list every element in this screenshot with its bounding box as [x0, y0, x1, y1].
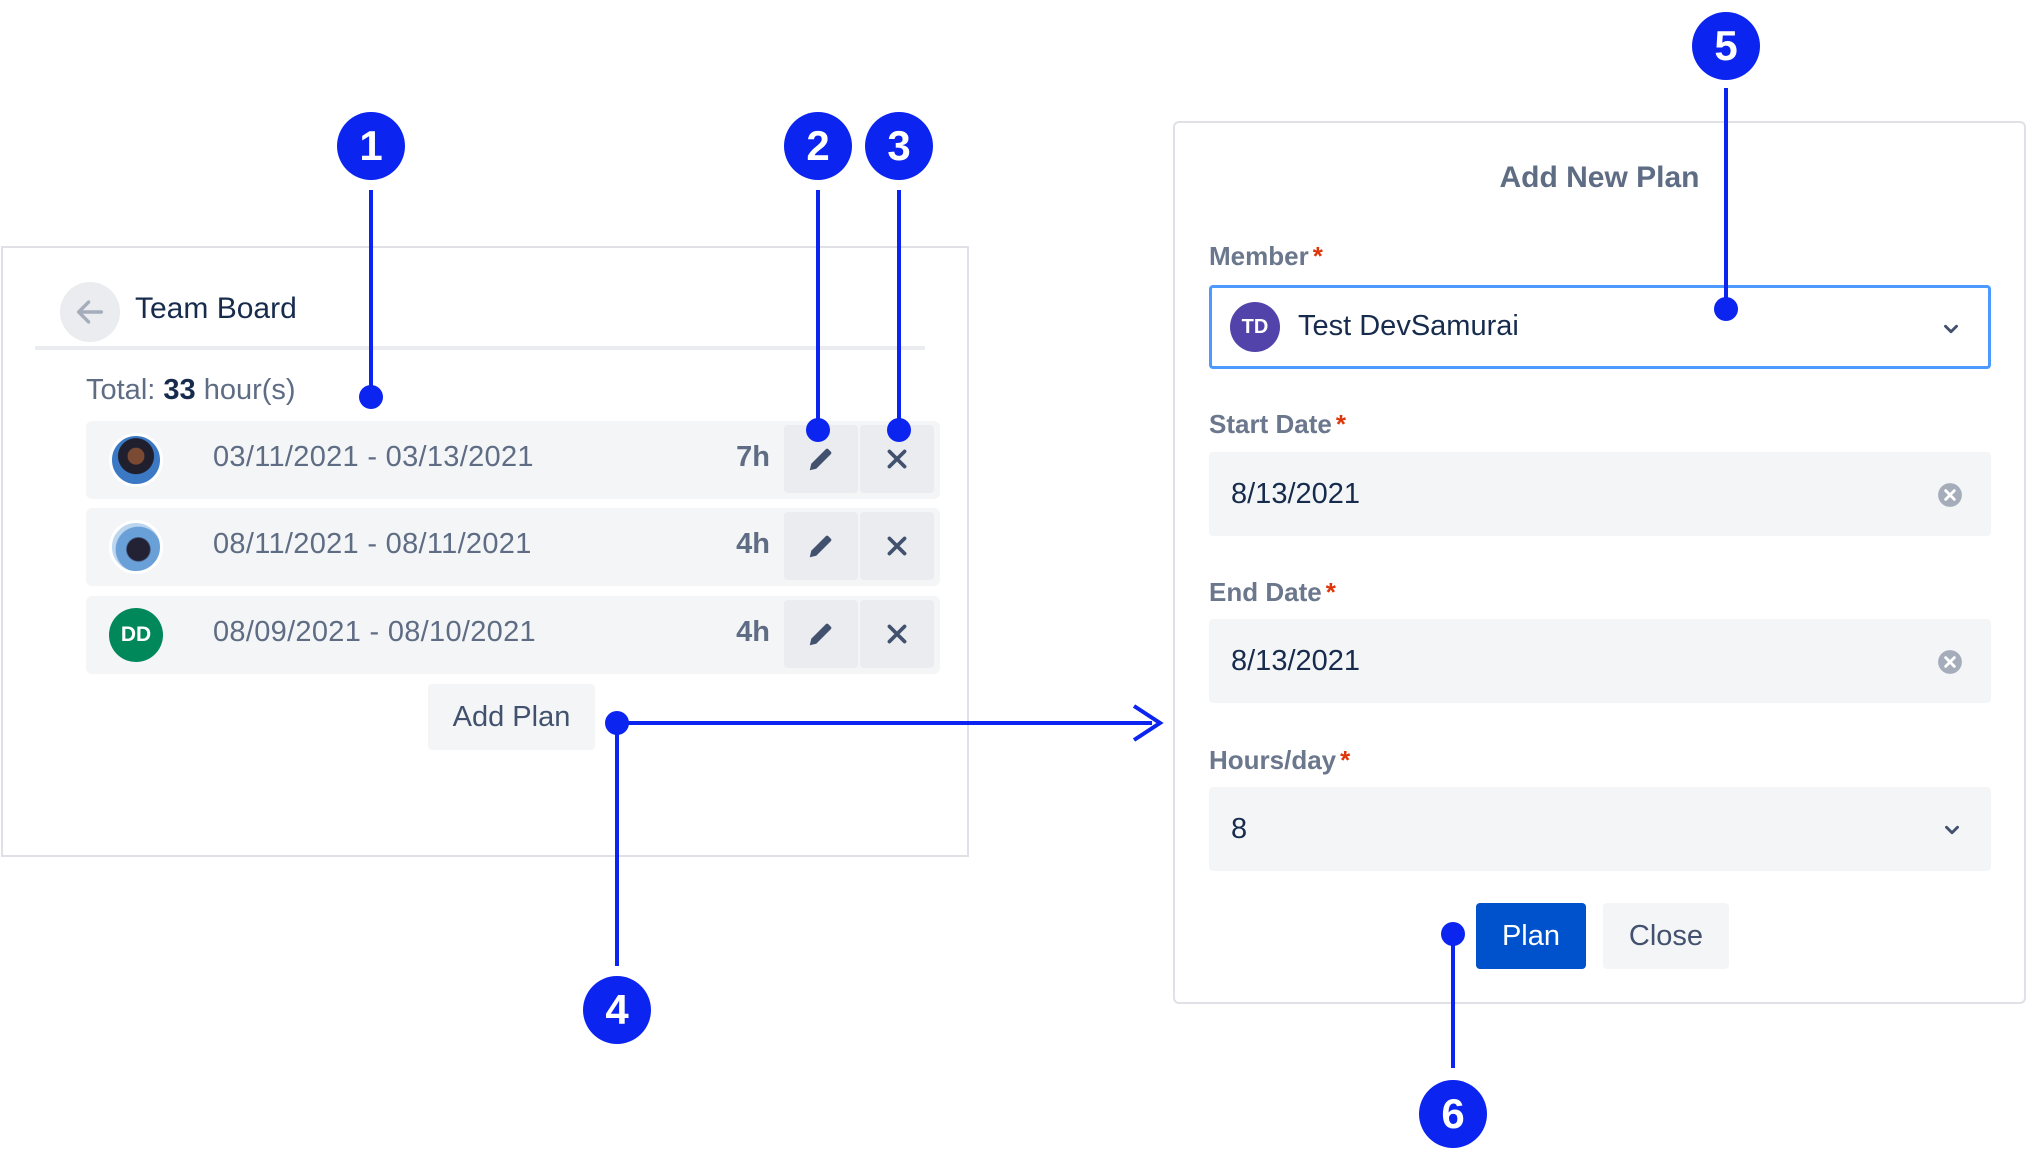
hours-per-day-value: 8 [1231, 813, 1248, 845]
plan-row: 08/11/2021 - 08/11/2021 4h [86, 508, 940, 586]
start-date-label-text: Start Date [1209, 409, 1332, 439]
modal-title: Add New Plan [1499, 161, 1700, 194]
end-date-label-text: End Date [1209, 577, 1322, 607]
annotation-3: 3 [865, 112, 933, 180]
back-button[interactable] [60, 282, 120, 342]
end-date-value: 8/13/2021 [1231, 645, 1361, 677]
start-date-value: 8/13/2021 [1231, 478, 1361, 510]
annotation-6: 6 [1419, 1080, 1487, 1148]
panel-title: Team Board [135, 292, 297, 325]
member-value: Test DevSamurai [1298, 310, 1519, 342]
chevron-down-icon [1945, 825, 1959, 835]
annotation-2: 2 [784, 112, 852, 180]
close-icon [887, 449, 907, 469]
total-unit: hour(s) [203, 374, 296, 406]
end-date-label: End Date* [1209, 577, 1336, 608]
required-mark: * [1325, 577, 1336, 607]
start-date-label: Start Date* [1209, 409, 1346, 440]
delete-button[interactable] [860, 600, 934, 668]
plan-hours: 4h [736, 528, 770, 560]
avatar: TD [1230, 302, 1280, 352]
delete-button[interactable] [860, 512, 934, 580]
start-date-field[interactable]: 8/13/2021 [1209, 452, 1991, 536]
clear-icon[interactable] [1937, 482, 1963, 508]
close-icon [887, 536, 907, 556]
divider [35, 346, 925, 350]
add-plan-button[interactable]: Add Plan [428, 684, 595, 750]
required-mark: * [1312, 241, 1323, 271]
plan-dates: 08/09/2021 - 08/10/2021 [213, 616, 536, 648]
avatar: DD [109, 608, 163, 662]
total-label: Total: [86, 374, 156, 406]
pencil-icon [809, 535, 832, 558]
plan-row: 03/11/2021 - 03/13/2021 7h [86, 421, 940, 499]
member-select[interactable]: TD Test DevSamurai [1209, 285, 1991, 369]
edit-button[interactable] [784, 512, 858, 580]
total-value: 33 [163, 374, 196, 406]
arrow-left-icon [76, 300, 104, 324]
avatar [109, 520, 163, 574]
add-plan-modal: Add New Plan Member* TD Test DevSamurai … [1173, 121, 2026, 1004]
close-icon [887, 624, 907, 644]
pencil-icon [809, 448, 832, 471]
hours-per-day-label-text: Hours/day [1209, 745, 1337, 775]
member-label-text: Member [1209, 241, 1309, 271]
plan-dates: 03/11/2021 - 03/13/2021 [213, 441, 534, 473]
annotation-4: 4 [583, 976, 651, 1044]
member-label: Member* [1209, 241, 1323, 272]
chevron-down-icon [1944, 324, 1958, 334]
plan-dates: 08/11/2021 - 08/11/2021 [213, 528, 532, 560]
team-board-panel: Team Board Total: 33 hour(s) 03/11/2021 … [1, 246, 969, 857]
annotation-1: 1 [337, 112, 405, 180]
clear-icon[interactable] [1937, 649, 1963, 675]
close-button[interactable]: Close [1603, 903, 1729, 969]
avatar [109, 433, 163, 487]
edit-button[interactable] [784, 600, 858, 668]
end-date-field[interactable]: 8/13/2021 [1209, 619, 1991, 703]
required-mark: * [1335, 409, 1346, 439]
annotation-5: 5 [1692, 12, 1760, 80]
plan-row: DD 08/09/2021 - 08/10/2021 4h [86, 596, 940, 674]
required-mark: * [1340, 745, 1351, 775]
pencil-icon [809, 623, 832, 646]
total-hours: Total: 33 hour(s) [86, 374, 296, 407]
plan-hours: 4h [736, 616, 770, 648]
plan-hours: 7h [736, 441, 770, 473]
plan-button[interactable]: Plan [1476, 903, 1586, 969]
hours-per-day-select[interactable]: 8 [1209, 787, 1991, 871]
hours-per-day-label: Hours/day* [1209, 745, 1350, 776]
